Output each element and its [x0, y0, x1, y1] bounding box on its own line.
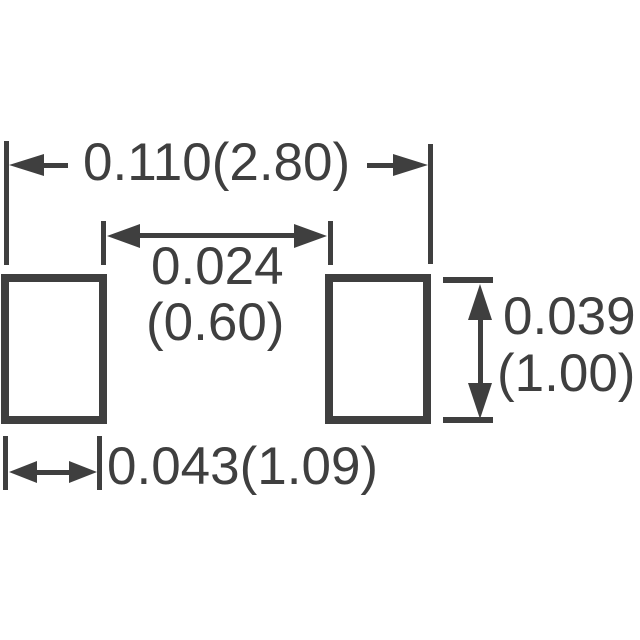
- pad-width-arrow-shaft: [33, 470, 73, 475]
- pad-height-tick-bottom: [443, 417, 493, 423]
- overall-width-extension-line-right: [428, 144, 433, 264]
- arrowhead-left-icon: [107, 224, 140, 248]
- overall-width-label: 0.110(2.80): [83, 133, 351, 192]
- arrowhead-right-icon: [294, 224, 327, 248]
- right-pad-rectangle: [325, 274, 431, 424]
- pad-height-label-inches: 0.039: [503, 287, 636, 346]
- arrowhead-right-icon: [69, 461, 97, 483]
- pad-height-tick-top: [443, 277, 493, 283]
- pad-width-label: 0.043(1.09): [107, 437, 379, 496]
- pad-gap-label-inches: 0.024: [151, 237, 284, 296]
- pad-gap-label-mm: (0.60): [146, 293, 285, 352]
- overall-width-extension-line-left: [4, 141, 9, 265]
- pad-gap-extension-line-right: [328, 221, 333, 265]
- pad-width-extension-line-left: [3, 436, 8, 490]
- overall-width-arrow-shaft-left: [40, 163, 68, 168]
- arrowhead-left-icon: [9, 154, 44, 176]
- arrowhead-down-icon: [468, 383, 492, 419]
- arrowhead-left-icon: [9, 461, 37, 483]
- arrowhead-right-icon: [393, 154, 428, 176]
- pad-gap-arrow-shaft: [135, 233, 295, 238]
- pad-height-label-mm: (1.00): [497, 344, 636, 403]
- pad-gap-extension-line-left: [101, 221, 106, 265]
- overall-width-arrow-shaft-right: [367, 163, 395, 168]
- pad-width-extension-line-right: [97, 436, 102, 490]
- pad-height-arrow-shaft: [478, 312, 483, 390]
- left-pad-rectangle: [1, 274, 107, 424]
